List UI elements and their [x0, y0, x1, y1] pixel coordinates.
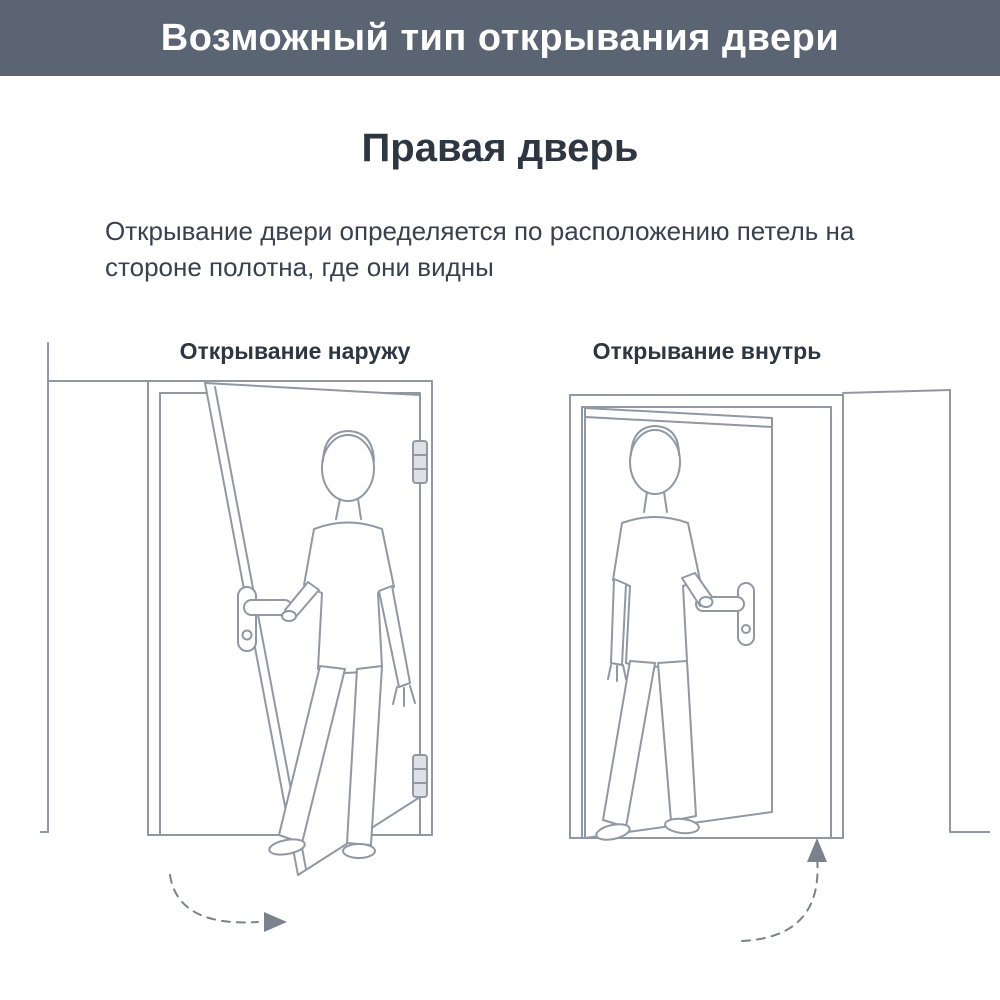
person-figure: [595, 425, 714, 841]
swing-arrow-inward: [741, 838, 827, 942]
diagram-label-inward: Открывание внутрь: [592, 338, 822, 364]
right-wall: [842, 389, 990, 833]
left-wall: [40, 342, 149, 833]
person-figure: [268, 430, 416, 859]
diagram-outward-illustration: [40, 342, 433, 932]
diagram-label-outward: Открывание наружу: [179, 338, 411, 364]
description-text: Открывание двери определяется по располо…: [105, 216, 855, 282]
hinge-top-icon: [412, 440, 428, 484]
hinge-bottom-icon: [412, 754, 428, 798]
header-banner: Возможный тип открывания двери: [0, 0, 1000, 76]
header-title: Возможный тип открывания двери: [160, 16, 840, 59]
diagram-inward-illustration: [569, 389, 990, 942]
swing-arrow-outward: [169, 874, 287, 932]
page-title: Правая дверь: [361, 126, 639, 170]
